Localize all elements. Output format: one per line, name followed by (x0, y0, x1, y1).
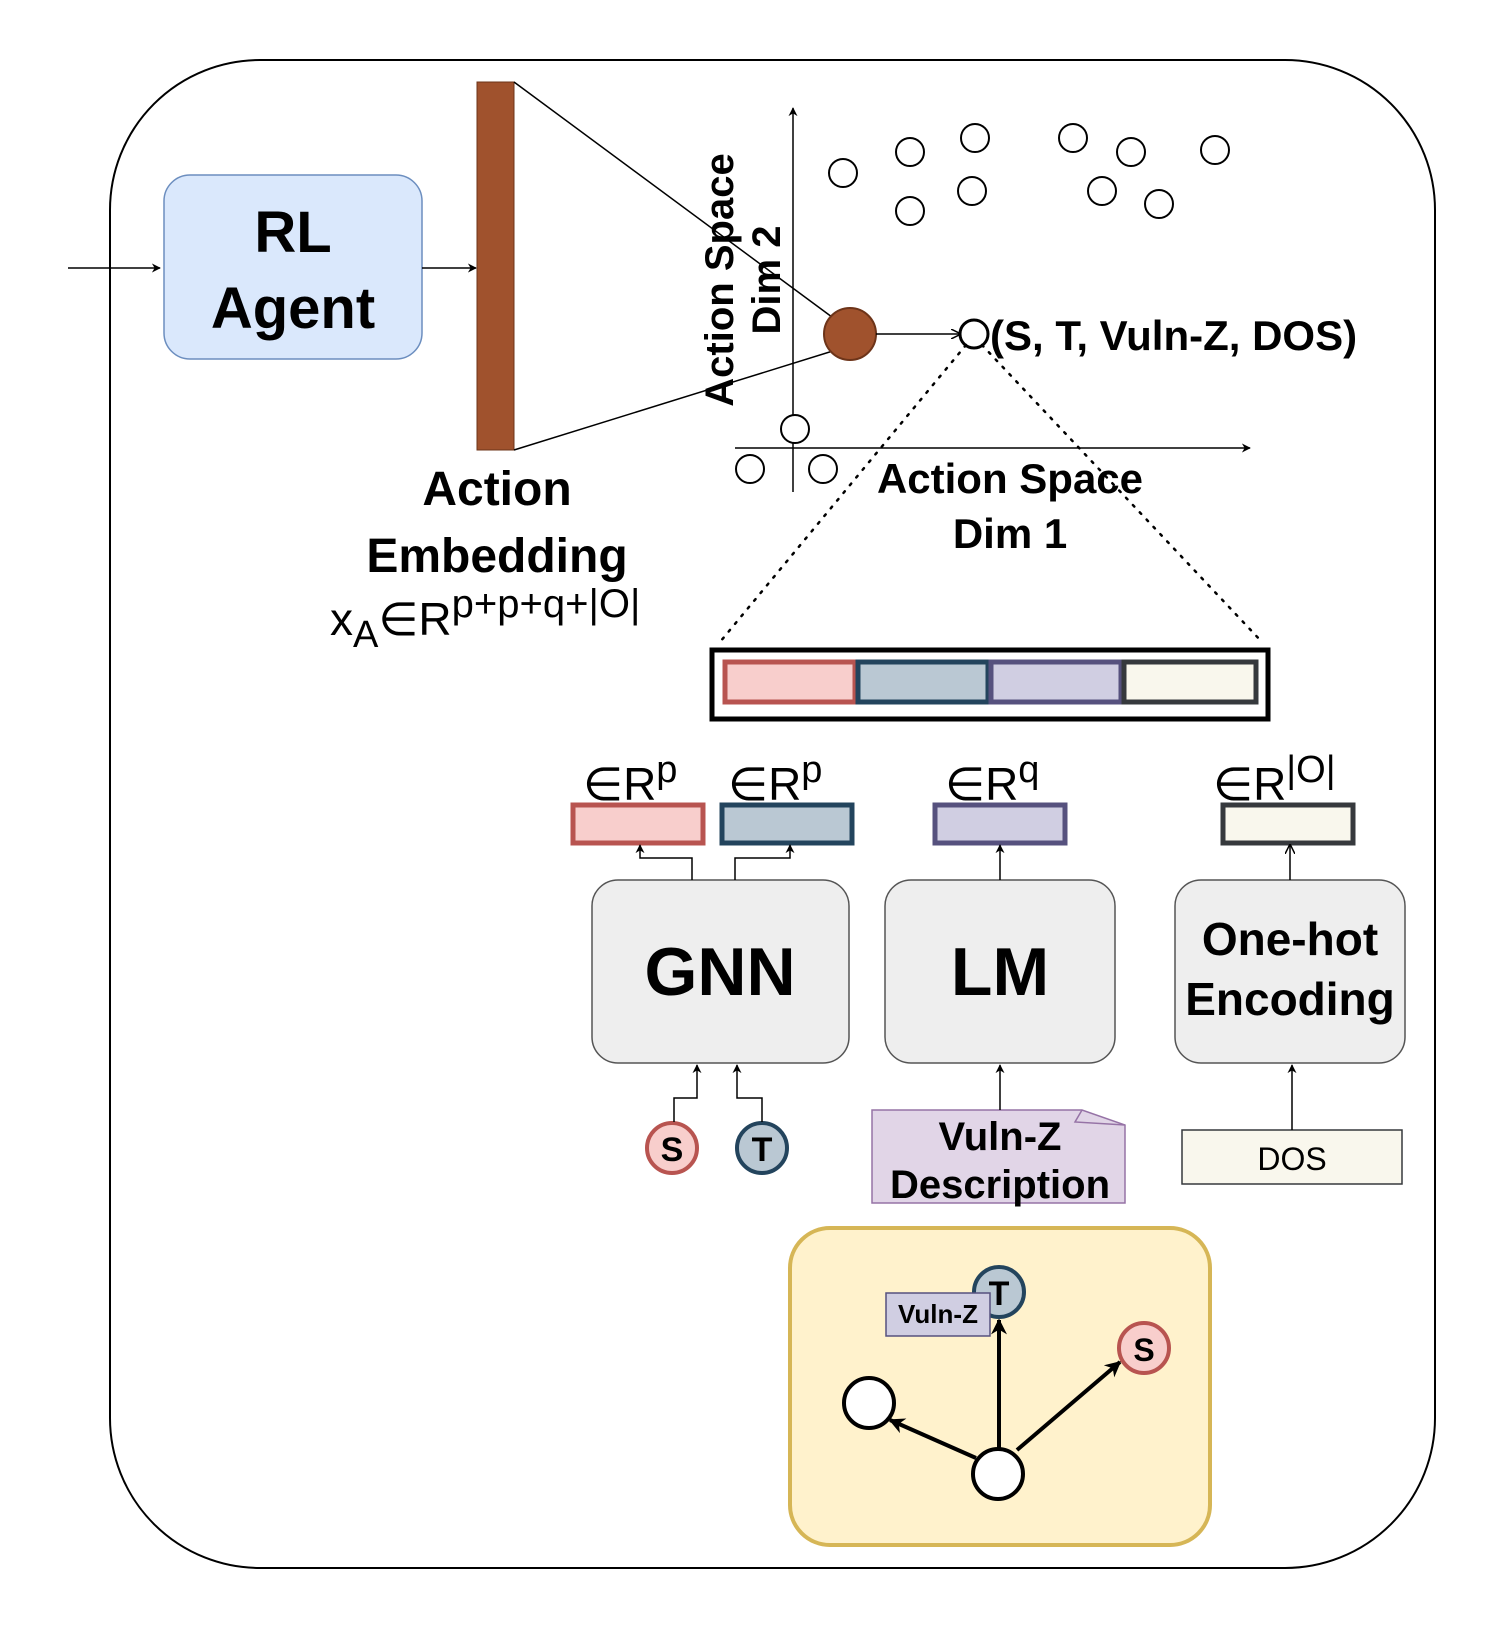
action-points (735, 123, 1230, 484)
action-point (780, 414, 810, 444)
vuln-description-note (871, 1109, 1126, 1204)
embedding-bar (476, 81, 515, 451)
formula-sub: A (353, 614, 379, 656)
axis-y-label-line1: Action Space (698, 153, 742, 406)
formula-mid: ∈R (378, 593, 451, 645)
target-node-input-label: T (752, 1131, 773, 1169)
action-point (828, 158, 858, 188)
vector-source (570, 802, 706, 846)
graph-edge-to-other (888, 1418, 977, 1460)
selected-action-label: (S, T, Vuln-Z, DOS) (990, 312, 1357, 359)
action-point (895, 196, 925, 226)
vuln-description-line1: Vuln-Z (939, 1115, 1062, 1159)
action-point (1200, 135, 1230, 165)
concat-segment-target (855, 659, 991, 705)
vector-lm (932, 802, 1068, 846)
dim-target-base: ∈R (728, 758, 801, 810)
concat-segment-onehot (1121, 659, 1259, 705)
dim-source-base: ∈R (583, 758, 656, 810)
gnn-label: GNN (644, 934, 795, 1010)
action-point (808, 454, 838, 484)
axis-x-label-line1: Action Space (877, 455, 1143, 502)
target-node-input (735, 1121, 789, 1175)
vector-target (719, 802, 855, 846)
graph-node-target-label: T (989, 1275, 1010, 1313)
projection-line-bottom (513, 349, 837, 451)
zoom-line-left (718, 343, 968, 644)
action-point (1116, 137, 1146, 167)
rl-agent-label-line1: RL (254, 200, 331, 265)
dim-onehot-base: ∈R (1213, 758, 1286, 810)
dim-label-onehot: ∈R|O| (1213, 749, 1336, 810)
dim-lm-base: ∈R (945, 758, 1018, 810)
proto-action-point (823, 307, 877, 361)
embedding-title-line2: Embedding (366, 530, 627, 583)
dos-input-label: DOS (1257, 1141, 1326, 1177)
action-point (960, 123, 990, 153)
onehot-module (1174, 879, 1406, 1064)
source-node-input-label: S (661, 1131, 684, 1169)
onehot-label-line2: Encoding (1185, 973, 1395, 1025)
dim-target-sup: p (801, 749, 822, 791)
axis-x-label-line2: Dim 1 (953, 510, 1067, 557)
embedding-formula: xA∈Rp+p+q+|O| (330, 582, 640, 656)
graph-node-root (971, 1447, 1025, 1501)
dos-input (1181, 1129, 1403, 1185)
source-node-input (645, 1121, 699, 1175)
rl-agent-label-line2: Agent (211, 276, 375, 341)
gnn-module (591, 879, 850, 1064)
lm-label: LM (951, 934, 1049, 1010)
projection-line-top (513, 81, 837, 321)
graph-node-source (1117, 1321, 1171, 1375)
dim-onehot-sup: |O| (1286, 749, 1335, 791)
concat-segment-lm (988, 659, 1124, 705)
action-point (1058, 123, 1088, 153)
rl-agent-box: RL Agent (163, 174, 423, 360)
zoom-line-right (980, 343, 1264, 644)
embedding-title-line1: Action (422, 463, 571, 516)
action-point (735, 454, 765, 484)
gnn-to-source-vector (635, 844, 693, 880)
rl-agent-rect (163, 174, 423, 360)
action-point (1144, 189, 1174, 219)
gnn-to-target-vector (734, 844, 795, 880)
dim-source-sup: p (656, 749, 677, 791)
dim-lm-sup: q (1018, 749, 1039, 791)
action-point (957, 176, 987, 206)
graph-edge-label: Vuln-Z (898, 1299, 978, 1329)
selected-action-point (958, 318, 990, 350)
graph-node-other (842, 1376, 896, 1430)
source-to-gnn (673, 1064, 702, 1122)
graph-node-source-label: S (1133, 1332, 1154, 1368)
formula-base: x (330, 593, 353, 645)
graph-edge-label-box (885, 1292, 991, 1337)
vuln-description-fold (1073, 1109, 1126, 1126)
action-point (1087, 176, 1117, 206)
axis-y-label: Action Space Dim 2 (698, 153, 789, 406)
vuln-description-line2: Description (890, 1163, 1110, 1207)
dim-label-lm: ∈Rq (945, 749, 1039, 810)
dim-label-target: ∈Rp (728, 749, 822, 810)
concat-segment-source (722, 659, 858, 705)
graph-edge-to-source (1015, 1360, 1122, 1452)
axis-y-label-line2: Dim 2 (745, 226, 789, 335)
dim-label-source: ∈Rp (583, 749, 677, 810)
onehot-label-line1: One-hot (1202, 913, 1378, 965)
formula-sup: p+p+q+|O| (452, 582, 641, 626)
target-to-gnn (732, 1064, 763, 1122)
action-point (895, 137, 925, 167)
vector-onehot (1220, 802, 1356, 846)
